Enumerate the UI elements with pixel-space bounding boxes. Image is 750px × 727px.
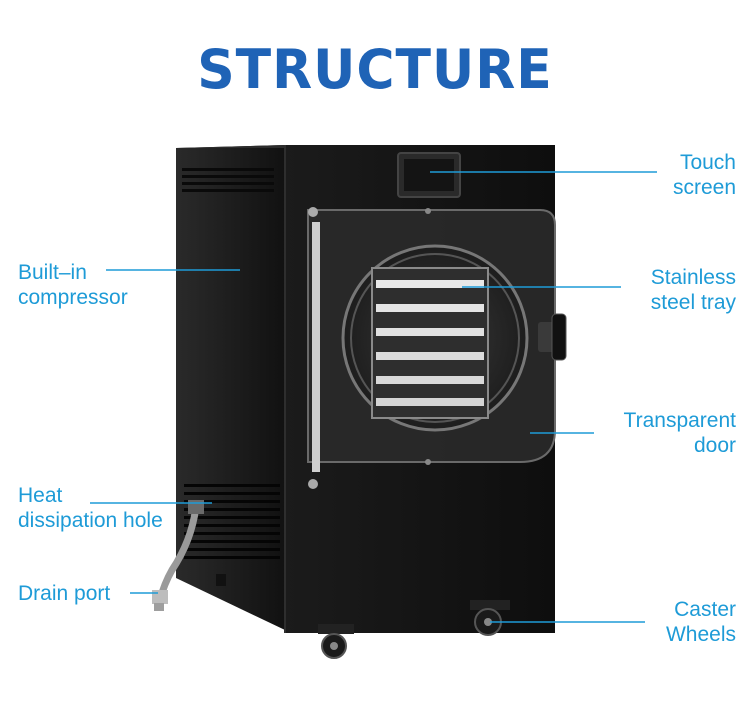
door-latch: [538, 313, 567, 361]
label-drain-port: Drain port: [18, 582, 111, 605]
side-top-vents: [182, 168, 274, 192]
stainless-steel-trays: [371, 267, 489, 419]
label-stainless-steel-tray: Stainless steel tray: [650, 266, 736, 314]
touch-screen: [397, 152, 461, 198]
label-transparent-door: Transparent door: [623, 409, 736, 457]
page-title: STRUCTURE: [197, 38, 553, 102]
leader-lines: [90, 171, 657, 623]
caster-wheels: [216, 574, 510, 659]
heat-dissipation-grille: [184, 484, 280, 559]
label-heat-dissipation-hole: Heat dissipation hole: [18, 484, 163, 532]
label-caster-wheels: Caster Wheels: [665, 598, 736, 646]
label-touch-screen: Touch screen: [672, 151, 736, 199]
label-built-in-compressor: Built–in compressor: [18, 261, 128, 309]
